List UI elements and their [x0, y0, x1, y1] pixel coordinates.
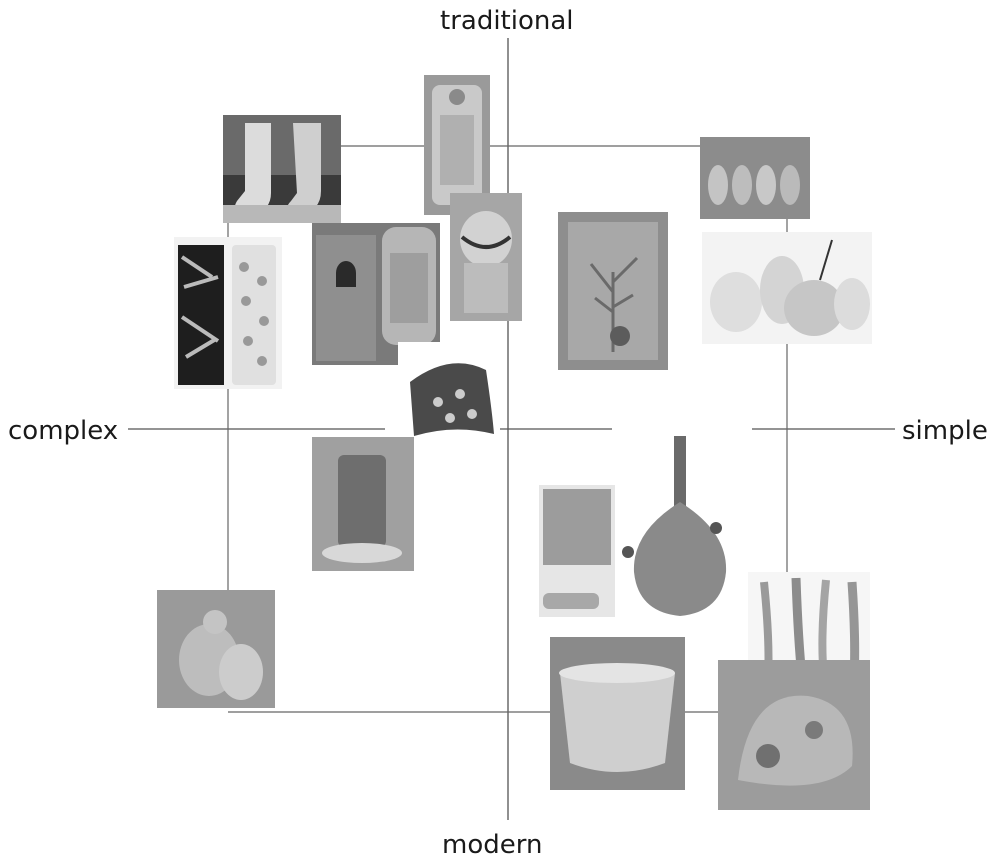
photo-round-bottle	[450, 193, 522, 321]
photo-blocks	[539, 485, 615, 617]
photo-row-of-bottles	[700, 137, 810, 219]
axis-label-modern: modern	[442, 832, 542, 858]
photo-white-pears	[702, 232, 872, 344]
axis-label-complex: complex	[8, 418, 118, 444]
photo-gourds	[157, 590, 275, 708]
photo-fan-vessel	[398, 342, 498, 438]
photo-flask	[620, 432, 738, 620]
photo-sculpted-form	[718, 660, 870, 810]
axis-label-traditional: traditional	[440, 8, 574, 34]
axis-label-simple: simple	[902, 418, 988, 444]
photo-textured-cylinder	[312, 437, 414, 571]
photo-embroidered-boots	[223, 115, 341, 223]
photo-bowl	[550, 637, 685, 790]
photo-tree-panel	[558, 212, 668, 370]
photo-pierced-cylinders	[174, 237, 282, 389]
